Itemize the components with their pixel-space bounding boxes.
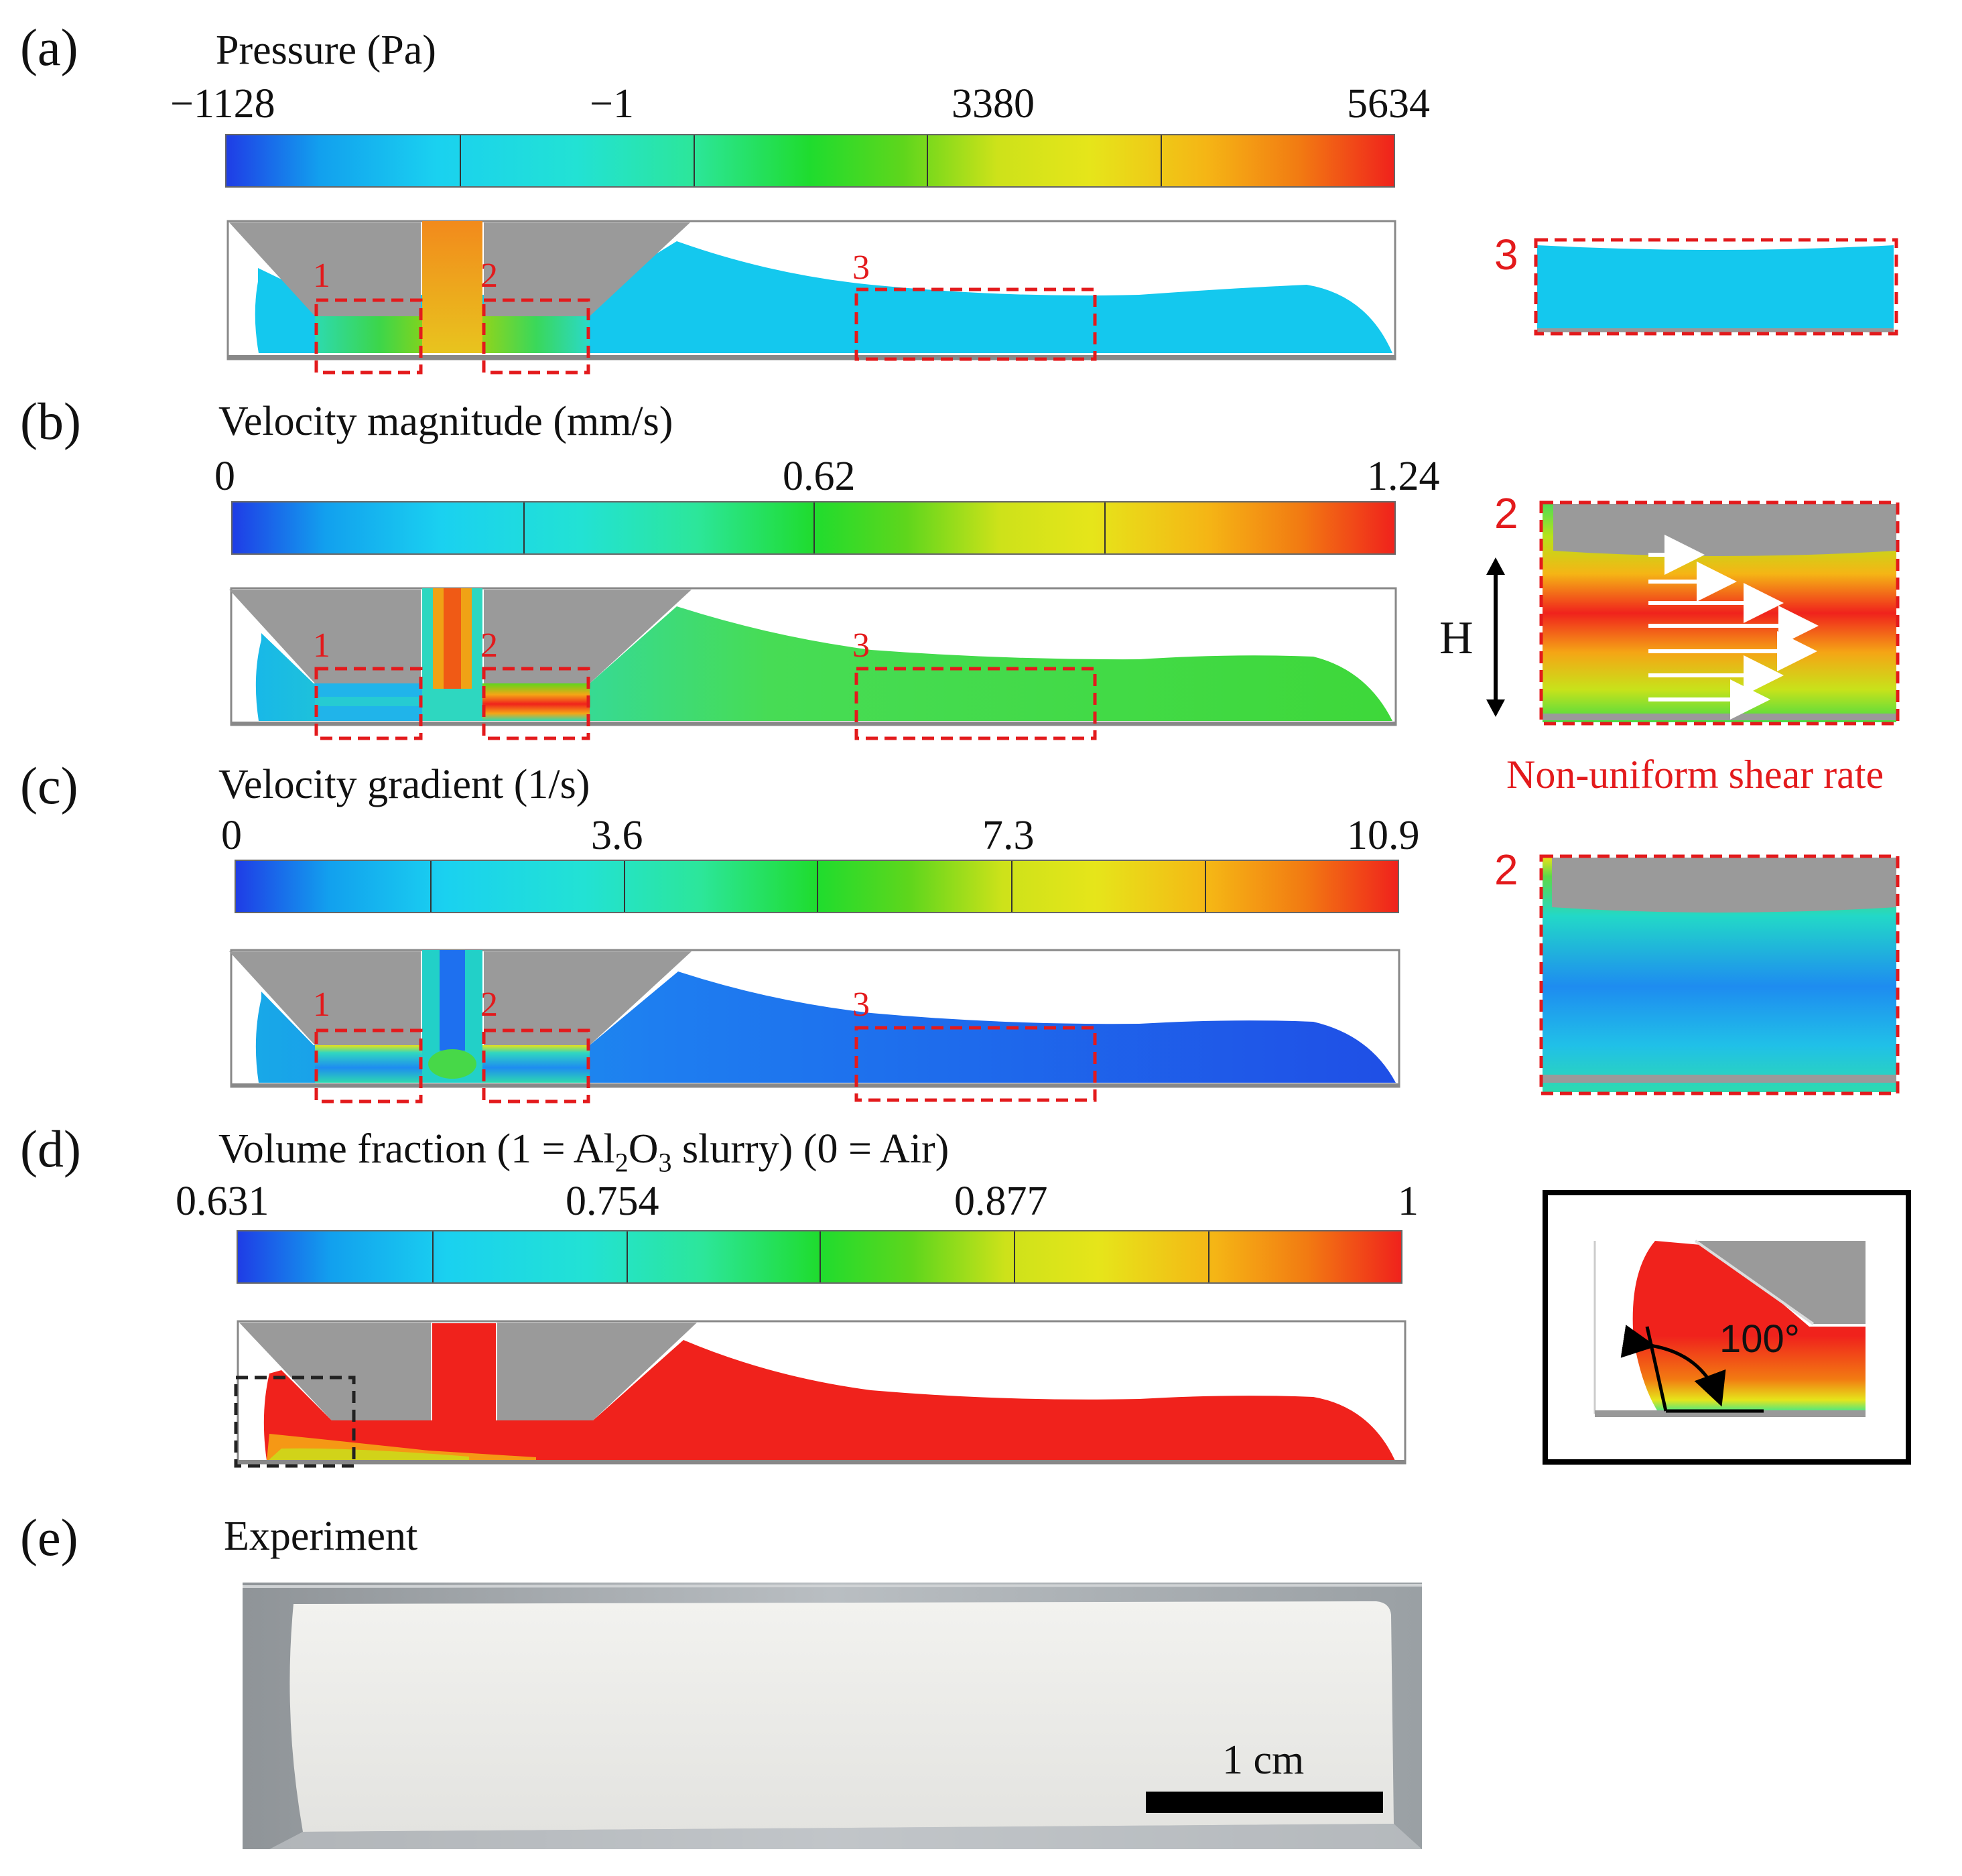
- velocity-gradient-tick-max: 10.9: [1347, 813, 1420, 858]
- velocity-tick-min: 0: [214, 454, 235, 499]
- velocity-region-label-1: 1: [313, 626, 330, 665]
- velocity-tick-mid: 0.62: [783, 454, 856, 499]
- volume-fraction-title: Volume fraction (1 = Al2O3 slurry) (0 = …: [218, 1128, 949, 1176]
- shear-rate-caption: Non-uniform shear rate: [1506, 752, 1884, 797]
- volume-fraction-tick-2: 0.754: [566, 1179, 659, 1224]
- velocity-gradient-title: Velocity gradient (1/s): [218, 762, 590, 807]
- pressure-region-label-3: 3: [852, 249, 870, 287]
- volume-fraction-tick-max: 1: [1398, 1179, 1419, 1224]
- panel-label-e: (e): [20, 1508, 78, 1566]
- volume-fraction-title-sub1: 2: [614, 1147, 629, 1178]
- velocity-tick-max: 1.24: [1367, 454, 1440, 499]
- velocity-domain: [229, 587, 1397, 740]
- velocity-gradient-region-label-2: 2: [480, 986, 498, 1024]
- velocity-gradient-region-label-3: 3: [852, 986, 870, 1024]
- velocity-gradient-tick-3: 7.3: [982, 813, 1035, 858]
- velocity-zoom-region-2: [1486, 500, 1900, 726]
- contact-angle-inset: [1543, 1190, 1911, 1465]
- volume-fraction-colorbar: [237, 1230, 1402, 1284]
- velocity-colorbar: [231, 501, 1396, 555]
- velocity-region-label-3: 3: [852, 626, 870, 665]
- velocity-gradient-colorbar: [235, 860, 1399, 913]
- pressure-tick-2: −1: [590, 81, 634, 127]
- pressure-domain: [226, 220, 1396, 375]
- volume-fraction-domain: [234, 1320, 1407, 1468]
- experiment-photo: [243, 1583, 1422, 1849]
- pressure-zoom-region-3: [1534, 238, 1898, 336]
- velocity-gradient-zoom-label: 2: [1494, 846, 1518, 894]
- volume-fraction-title-pre: Volume fraction (1 = Al: [218, 1126, 615, 1172]
- velocity-zoom-label: 2: [1494, 489, 1518, 537]
- panel-label-c: (c): [20, 756, 78, 815]
- pressure-colorbar: [225, 134, 1395, 188]
- height-label: H: [1439, 612, 1474, 664]
- volume-fraction-title-sub2: 3: [658, 1147, 672, 1178]
- pressure-title: Pressure (Pa): [216, 27, 436, 73]
- velocity-gradient-tick-2: 3.6: [591, 813, 643, 858]
- volume-fraction-title-post: slurry) (0 = Air): [671, 1126, 950, 1172]
- pressure-tick-min: −1128: [170, 81, 275, 127]
- scale-bar-label: 1 cm: [1222, 1737, 1305, 1783]
- velocity-gradient-domain: [229, 949, 1400, 1103]
- pressure-zoom-label: 3: [1494, 230, 1518, 279]
- panel-label-d: (d): [20, 1120, 81, 1178]
- pressure-tick-3: 3380: [952, 81, 1035, 127]
- pressure-region-label-2: 2: [480, 257, 498, 295]
- velocity-gradient-zoom-region-2: [1539, 854, 1900, 1095]
- velocity-gradient-region-label-1: 1: [313, 986, 330, 1024]
- volume-fraction-tick-min: 0.631: [176, 1179, 269, 1224]
- velocity-title: Velocity magnitude (mm/s): [218, 399, 673, 444]
- scale-bar: [1146, 1792, 1383, 1813]
- velocity-region-label-2: 2: [480, 626, 498, 665]
- pressure-tick-max: 5634: [1347, 81, 1430, 127]
- panel-label-b: (b): [20, 392, 81, 450]
- velocity-gradient-tick-min: 0: [221, 813, 242, 858]
- pressure-region-label-1: 1: [313, 257, 330, 295]
- experiment-title: Experiment: [224, 1514, 418, 1559]
- contact-angle-label: 100°: [1719, 1317, 1800, 1361]
- panel-label-a: (a): [20, 18, 78, 76]
- volume-fraction-tick-3: 0.877: [954, 1179, 1048, 1224]
- volume-fraction-title-mid: O: [628, 1126, 659, 1172]
